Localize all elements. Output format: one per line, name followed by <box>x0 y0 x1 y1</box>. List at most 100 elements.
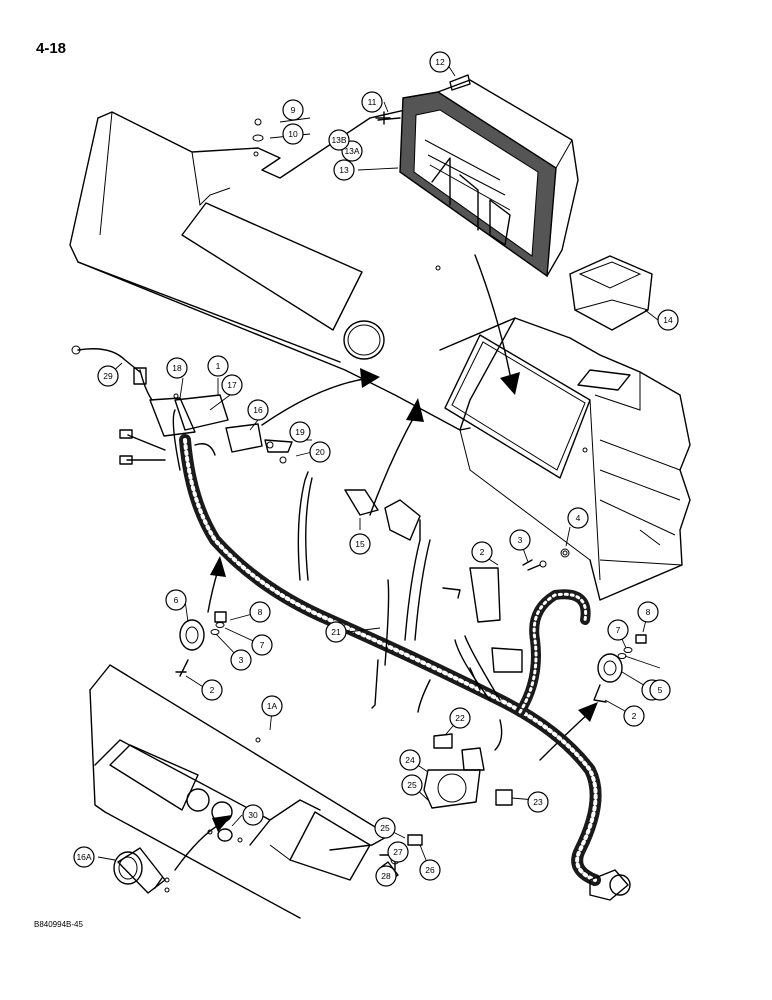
callout-circle <box>399 749 421 771</box>
callout-label: 6 <box>174 595 179 605</box>
callout-label: 13B <box>331 135 346 145</box>
callout-label: 7 <box>260 640 265 650</box>
callout-circle <box>471 541 493 563</box>
callout-circle <box>242 804 264 826</box>
callout-circle <box>251 634 273 656</box>
callout-30: 30 <box>242 804 264 826</box>
callout-circle <box>429 51 451 73</box>
callout-11: 11 <box>361 91 383 113</box>
callout-label: 19 <box>295 427 305 437</box>
callout-9: 9 <box>282 99 304 121</box>
callout-circle <box>166 357 188 379</box>
callout-label: 13A <box>344 146 359 156</box>
callout-label: 2 <box>632 711 637 721</box>
callout-circle <box>282 123 304 145</box>
callout-label: 2 <box>210 685 215 695</box>
callout-label: 3 <box>239 655 244 665</box>
callout-label: 29 <box>103 371 113 381</box>
callout-1a: 1A <box>261 695 283 717</box>
callout-circle <box>221 374 243 396</box>
callout-label: 8 <box>258 607 263 617</box>
callout-circle <box>361 91 383 113</box>
callout-15: 15 <box>349 533 371 555</box>
callout-7a: 7 <box>251 634 273 656</box>
callout-circle <box>328 129 350 151</box>
callout-circle <box>401 774 423 796</box>
callout-23: 23 <box>527 791 549 813</box>
callout-2b: 2 <box>201 679 223 701</box>
callout-24: 24 <box>399 749 421 771</box>
callout-circle <box>73 846 95 868</box>
cover-plate <box>399 79 579 278</box>
callout-label: 30 <box>248 810 258 820</box>
callout-circle <box>325 621 347 643</box>
wiring-harness <box>71 345 631 901</box>
callout-circle <box>637 601 659 623</box>
callout-25b: 25 <box>374 817 396 839</box>
callout-3a: 3 <box>509 529 531 551</box>
callout-4: 4 <box>567 507 589 529</box>
callout-label: 12 <box>435 57 445 67</box>
callout-16a: 16A <box>73 846 95 868</box>
callout-circle <box>309 441 331 463</box>
callout-label: 4 <box>576 513 581 523</box>
callout-circle <box>207 355 229 377</box>
callout-circle <box>289 421 311 443</box>
callout-22: 22 <box>449 707 471 729</box>
callout-circle <box>657 309 679 331</box>
callout-label: 14 <box>663 315 673 325</box>
callout-28: 28 <box>375 865 397 887</box>
callout-circle <box>349 533 371 555</box>
callout-2a: 2 <box>471 541 493 563</box>
callout-label: 17 <box>227 380 237 390</box>
instrument-panel-alt <box>89 664 391 919</box>
callout-label: 24 <box>405 755 415 765</box>
callout-label: 2 <box>480 547 485 557</box>
callout-27: 27 <box>387 841 409 863</box>
callout-circle <box>387 841 409 863</box>
callout-18: 18 <box>166 357 188 379</box>
connector-parts <box>149 74 647 881</box>
callout-label: 23 <box>533 797 543 807</box>
callout-label: 25 <box>380 823 390 833</box>
callout-label: 1 <box>216 361 221 371</box>
callout-label: 21 <box>331 627 341 637</box>
callout-10: 10 <box>282 123 304 145</box>
callout-7b: 7 <box>607 619 629 641</box>
callout-19: 19 <box>289 421 311 443</box>
callout-label: 16A <box>76 852 91 862</box>
drawing-reference: B840994B-45 <box>34 920 83 929</box>
callout-5: 5 <box>649 679 671 701</box>
callout-label: 11 <box>368 97 377 107</box>
callout-circle <box>247 399 269 421</box>
callout-circle <box>374 817 396 839</box>
callout-label: 1A <box>267 701 278 711</box>
page-number: 4-18 <box>36 40 67 57</box>
callout-label: 18 <box>172 363 182 373</box>
callout-1: 1 <box>207 355 229 377</box>
callout-circle <box>201 679 223 701</box>
callout-16: 16 <box>247 399 269 421</box>
callout-circle <box>623 705 645 727</box>
tray <box>569 255 653 331</box>
callout-circle <box>333 159 355 181</box>
callout-29: 29 <box>97 365 119 387</box>
callout-13: 13 <box>333 159 355 181</box>
callout-label: 25 <box>407 780 417 790</box>
callout-label: 7 <box>616 625 621 635</box>
callout-circle <box>527 791 549 813</box>
callout-17: 17 <box>221 374 243 396</box>
callout-label: 3 <box>518 535 523 545</box>
callout-label: 16 <box>253 405 263 415</box>
callout-circle <box>509 529 531 551</box>
callout-label: 22 <box>455 713 465 723</box>
callout-label: 20 <box>315 447 325 457</box>
callout-14: 14 <box>657 309 679 331</box>
callout-circle <box>649 679 671 701</box>
callout-label: 28 <box>381 871 391 881</box>
callout-8a: 8 <box>249 601 271 623</box>
callout-label: 9 <box>291 105 296 115</box>
callout-label: 10 <box>288 129 298 139</box>
